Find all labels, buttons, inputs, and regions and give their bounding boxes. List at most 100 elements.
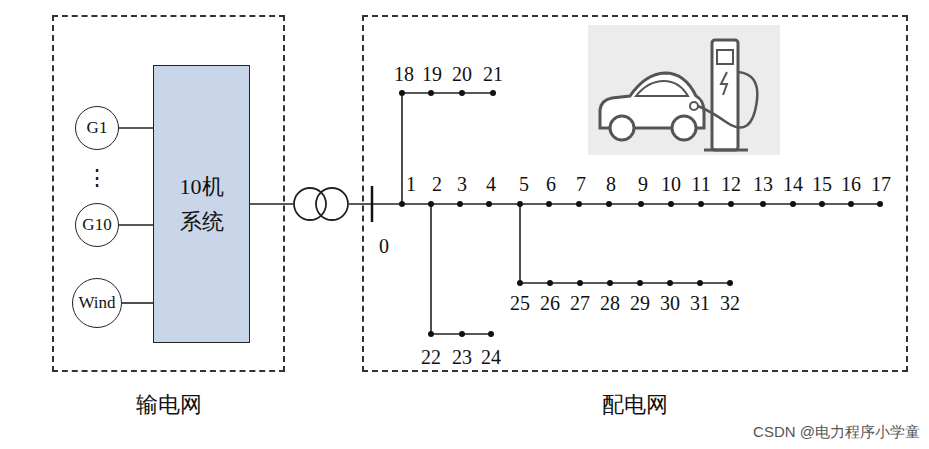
bus-dot	[517, 280, 523, 286]
bus-dot	[547, 280, 553, 286]
car-wheel	[610, 116, 634, 140]
bus-number: 27	[570, 293, 590, 313]
bus-number: 30	[660, 293, 680, 313]
bus-dot	[760, 201, 766, 207]
charging-cable	[698, 72, 757, 128]
bus-number: 7	[576, 174, 586, 194]
system-box: 10机 系统	[153, 65, 250, 343]
bus-dot	[546, 201, 552, 207]
bus-dot	[428, 90, 434, 96]
bus-dot	[428, 331, 434, 337]
bus-number: 28	[600, 293, 620, 313]
bus-number: 22	[421, 347, 441, 367]
charging-port	[690, 102, 698, 110]
ellipsis-mark: ⋮	[86, 167, 108, 189]
bus-dot	[576, 201, 582, 207]
bus-number: 26	[540, 293, 560, 313]
bus-dot	[877, 201, 883, 207]
node-label: G10	[82, 215, 111, 235]
bus-dot	[457, 201, 463, 207]
charger-screen	[717, 50, 733, 64]
bus-number: 11	[691, 174, 710, 194]
connector-wire	[119, 127, 153, 129]
bus-number: 23	[452, 347, 472, 367]
bus-number: 3	[457, 174, 467, 194]
node-label: 10机 系统	[170, 169, 234, 239]
bus-number: 10	[661, 174, 681, 194]
bus-number: 29	[630, 293, 650, 313]
bus-number: 31	[690, 293, 710, 313]
bus-number: 0	[379, 236, 389, 256]
generator-circle: G10	[75, 203, 119, 247]
bus-number: 25	[510, 293, 530, 313]
bus-dot	[638, 201, 644, 207]
bus-dot	[697, 280, 703, 286]
transformer-winding	[316, 188, 348, 220]
bus-bar	[371, 186, 374, 222]
bus-number: 14	[783, 174, 803, 194]
bus-dot	[790, 201, 796, 207]
bus-dot	[459, 331, 465, 337]
region-heading: 配电网	[364, 390, 906, 420]
bus-dot	[668, 201, 674, 207]
bus-number: 1	[406, 174, 416, 194]
generator-circle: Wind	[72, 278, 122, 328]
bus-number: 4	[486, 174, 496, 194]
bus-dot	[399, 90, 405, 96]
bus-number: 8	[606, 174, 616, 194]
bus-dot	[819, 201, 825, 207]
charger-base	[704, 149, 748, 152]
bus-number: 17	[871, 174, 891, 194]
bus-dot	[848, 201, 854, 207]
ev-charging-illustration	[588, 25, 780, 155]
generator-circle: G1	[75, 106, 119, 150]
region-heading: 输电网	[54, 390, 283, 420]
car-window	[636, 81, 688, 96]
connector-wire	[119, 224, 153, 226]
bus-number: 18	[394, 64, 414, 84]
node-label: Wind	[78, 293, 115, 313]
node-label: G1	[87, 118, 108, 138]
branch-feeder	[431, 204, 491, 334]
bus-dot	[606, 201, 612, 207]
lightning-symbol	[721, 72, 727, 95]
bus-dot	[577, 280, 583, 286]
watermark: CSDN @电力程序小学童	[753, 424, 920, 439]
bus-number: 12	[721, 174, 741, 194]
bus-dot	[428, 201, 434, 207]
bus-dot	[488, 331, 494, 337]
branch-feeder	[402, 93, 493, 204]
bus-number: 15	[812, 174, 832, 194]
charger-post	[712, 40, 738, 150]
network-region: 输电网G1G10Wind10机 系统	[52, 15, 285, 372]
bus-number: 19	[422, 64, 442, 84]
bus-number: 9	[638, 174, 648, 194]
bus-dot	[490, 90, 496, 96]
transformer-ground	[293, 186, 349, 222]
bus-number: 2	[432, 174, 442, 194]
branch-feeder	[520, 204, 730, 283]
bus-dot	[399, 201, 405, 207]
bus-dot	[698, 201, 704, 207]
bus-dot	[637, 280, 643, 286]
bus-dot	[517, 201, 523, 207]
car-wheel	[672, 116, 696, 140]
bus-number: 13	[753, 174, 773, 194]
bus-dot	[459, 90, 465, 96]
bus-number: 24	[481, 347, 501, 367]
bus-dot	[667, 280, 673, 286]
illustration-ground	[588, 25, 780, 155]
main-feeder	[362, 203, 880, 205]
bus-number: 20	[452, 64, 472, 84]
bus-number: 16	[841, 174, 861, 194]
bus-dot	[728, 201, 734, 207]
bus-number: 5	[519, 174, 529, 194]
bus-number: 32	[720, 293, 740, 313]
bus-number: 6	[546, 174, 556, 194]
bus-dot	[727, 280, 733, 286]
bus-dot	[607, 280, 613, 286]
bus-dot	[486, 201, 492, 207]
bus-number: 21	[483, 64, 503, 84]
